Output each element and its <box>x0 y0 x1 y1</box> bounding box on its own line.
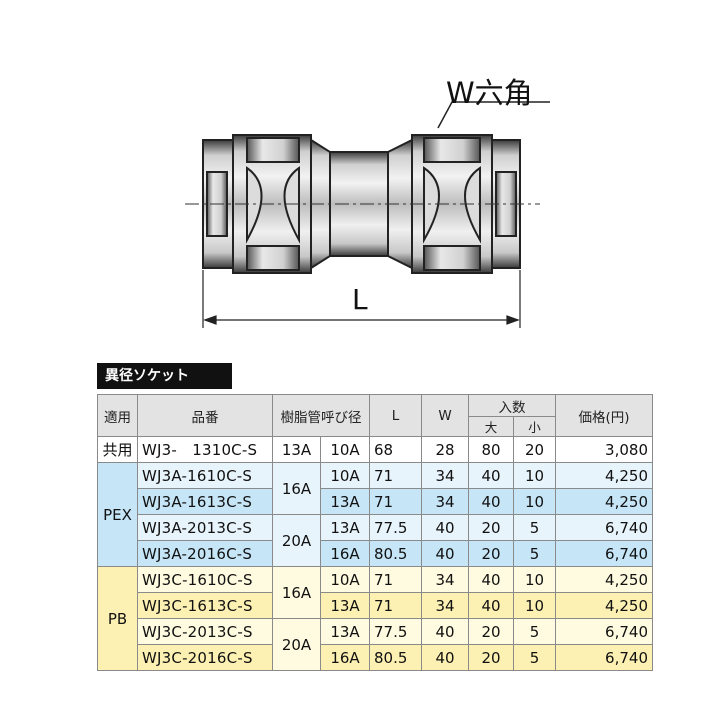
size-sub-cell: 10A <box>320 566 370 593</box>
width-cell: 28 <box>421 436 469 463</box>
size-main-cell: 13A <box>272 436 321 463</box>
price-cell: 4,250 <box>555 488 653 515</box>
qty-large-cell: 80 <box>468 436 514 463</box>
qty-large-cell: 20 <box>468 644 514 671</box>
length-dimension <box>202 270 521 328</box>
qty-large-cell: 20 <box>468 618 514 645</box>
width-cell: 34 <box>421 566 469 593</box>
qty-small-cell: 10 <box>513 592 556 619</box>
length-cell: 68 <box>369 436 422 463</box>
table-row: WJ3C-2013C-S 20A 13A 77.5 40 20 5 6,740 <box>98 618 653 671</box>
width-cell: 40 <box>421 618 469 645</box>
price-cell: 6,740 <box>555 540 653 567</box>
qty-large-cell: 40 <box>468 566 514 593</box>
price-cell: 4,250 <box>555 566 653 593</box>
table-row: WJ3A-1613C-S 13A 71 34 40 10 4,250 <box>98 488 653 515</box>
qty-large-cell: 40 <box>468 488 514 515</box>
width-cell: 34 <box>421 488 469 515</box>
header-pipe-size: 樹脂管呼び径 <box>272 394 370 437</box>
size-sub-cell: 10A <box>320 436 370 463</box>
table-row: WJ3C-2016C-S 16A 80.5 40 20 5 6,740 <box>98 644 653 671</box>
model-cell: WJ3A-1610C-S <box>137 462 273 489</box>
table-row: PEX WJ3A-1610C-S 16A 10A 71 34 40 10 4,2… <box>97 462 653 567</box>
size-main-cell: 16A <box>272 566 321 619</box>
width-cell: 40 <box>421 540 469 567</box>
length-cell: 71 <box>369 566 422 593</box>
model-cell: WJ3C-2013C-S <box>137 618 273 645</box>
qty-large-cell: 40 <box>468 592 514 619</box>
model-cell: WJ3C-2016C-S <box>137 644 273 671</box>
table-row: WJ3A-2016C-S 16A 80.5 40 20 5 6,740 <box>98 540 653 567</box>
hex-leader-line <box>437 101 550 129</box>
header-qty-small: 小 <box>513 416 556 437</box>
size-main-cell: 16A <box>272 462 321 515</box>
width-cell: 34 <box>421 592 469 619</box>
spec-table: 適用 品番 樹脂管呼び径 L W 入数 価格(円) 大 小 共用 WJ3- 13… <box>97 394 653 671</box>
model-cell: WJ3A-2016C-S <box>137 540 273 567</box>
header-l: L <box>369 394 422 437</box>
qty-large-cell: 20 <box>468 514 514 541</box>
qty-large-cell: 40 <box>468 462 514 489</box>
hex-width-label: W六角 <box>446 76 533 110</box>
length-cell: 80.5 <box>369 540 422 567</box>
length-cell: 71 <box>369 462 422 489</box>
table-row: 共用 WJ3- 1310C-S 13A 10A 68 28 80 20 3,08… <box>97 436 653 463</box>
qty-small-cell: 10 <box>513 488 556 515</box>
qty-small-cell: 10 <box>513 462 556 489</box>
width-cell: 34 <box>421 462 469 489</box>
header-part-no: 品番 <box>137 394 273 437</box>
size-sub-cell: 13A <box>320 618 370 645</box>
category-cell: PB <box>97 566 138 671</box>
width-cell: 40 <box>421 514 469 541</box>
width-cell: 40 <box>421 644 469 671</box>
size-sub-cell: 16A <box>320 644 370 671</box>
model-cell: WJ3A-1613C-S <box>137 488 273 515</box>
length-cell: 77.5 <box>369 514 422 541</box>
price-cell: 6,740 <box>555 514 653 541</box>
qty-small-cell: 5 <box>513 514 556 541</box>
size-sub-cell: 13A <box>320 592 370 619</box>
qty-small-cell: 5 <box>513 540 556 567</box>
header-w: W <box>421 394 469 437</box>
length-cell: 77.5 <box>369 618 422 645</box>
size-main-cell: 20A <box>272 618 321 671</box>
size-sub-cell: 13A <box>320 514 370 541</box>
model-cell: WJ3C-1613C-S <box>137 592 273 619</box>
length-cell: 80.5 <box>369 644 422 671</box>
header-qty-large: 大 <box>468 416 514 437</box>
price-cell: 4,250 <box>555 462 653 489</box>
qty-small-cell: 5 <box>513 618 556 645</box>
header-price: 価格(円) <box>555 394 653 437</box>
qty-small-cell: 20 <box>513 436 556 463</box>
qty-small-cell: 5 <box>513 644 556 671</box>
qty-small-cell: 10 <box>513 566 556 593</box>
category-cell: PEX <box>97 462 138 567</box>
length-label: L <box>352 283 368 316</box>
header-qty: 入数 <box>468 394 556 417</box>
model-cell: WJ3C-1610C-S <box>137 566 273 593</box>
model-cell: WJ3A-2013C-S <box>137 514 273 541</box>
price-cell: 6,740 <box>555 618 653 645</box>
table-row: WJ3C-1613C-S 13A 71 34 40 10 4,250 <box>98 592 653 619</box>
model-cell: WJ3- 1310C-S <box>137 436 273 463</box>
table-row: WJ3A-2013C-S 20A 13A 77.5 40 20 5 6,740 <box>98 514 653 567</box>
length-cell: 71 <box>369 592 422 619</box>
socket-drawing <box>185 101 550 328</box>
size-sub-cell: 16A <box>320 540 370 567</box>
length-cell: 71 <box>369 488 422 515</box>
price-cell: 4,250 <box>555 592 653 619</box>
size-sub-cell: 13A <box>320 488 370 515</box>
category-cell: 共用 <box>97 436 138 463</box>
price-cell: 3,080 <box>555 436 653 463</box>
size-main-cell: 20A <box>272 514 321 567</box>
table-row: PB WJ3C-1610C-S 16A 10A 71 34 40 10 4,25… <box>97 566 653 671</box>
header-usage: 適用 <box>97 394 138 437</box>
qty-large-cell: 20 <box>468 540 514 567</box>
section-title: 異径ソケット <box>97 363 232 389</box>
size-sub-cell: 10A <box>320 462 370 489</box>
price-cell: 6,740 <box>555 644 653 671</box>
